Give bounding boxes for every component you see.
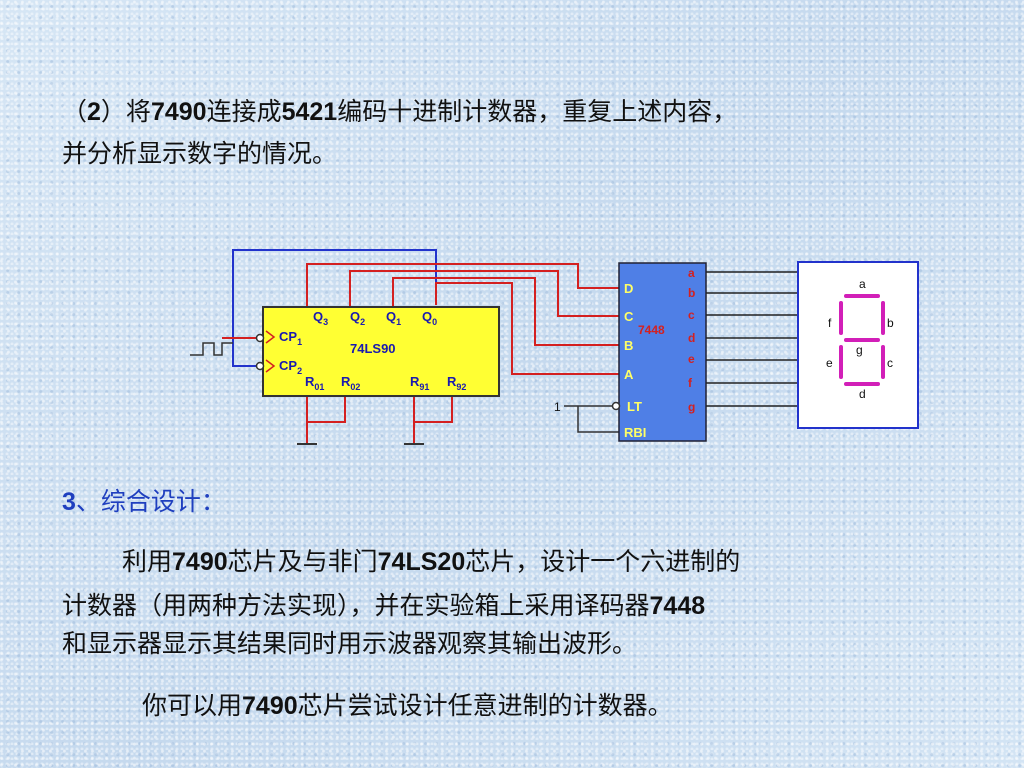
svg-text:a: a	[859, 277, 866, 291]
out-e-label: e	[688, 352, 695, 366]
para2-line: 你可以用7490芯片尝试设计任意进制的计数器。	[142, 691, 673, 720]
task2-line2: 并分析显示数字的情况。	[62, 139, 338, 168]
q1-wire	[392, 277, 620, 346]
in-c-label: C	[624, 309, 634, 324]
in-a-label: A	[624, 367, 634, 382]
para1-line3: 和显示器显示其结果同时用示波器观察其输出波形。	[62, 629, 638, 658]
q0-wire	[435, 282, 620, 375]
svg-text:g: g	[856, 343, 863, 357]
cp2-label: CP2	[279, 358, 302, 376]
rbi-label: RBI	[624, 425, 646, 440]
out-g-label: g	[688, 400, 695, 414]
decoder-name: 7448	[638, 323, 665, 337]
out-a-label: a	[688, 266, 695, 280]
r02-label: R02	[341, 374, 360, 392]
para1-line1: 利用7490芯片及与非门74LS20芯片，设计一个六进制的	[122, 547, 741, 576]
decoder-chip	[618, 262, 707, 442]
counter-chip	[262, 306, 500, 397]
svg-text:c: c	[887, 356, 893, 370]
lt-label: LT	[627, 399, 642, 414]
svg-text:b: b	[887, 316, 894, 330]
out-c-label: c	[688, 308, 695, 322]
seven-segment-display	[797, 261, 919, 429]
q2-label: Q2	[350, 309, 365, 327]
q3-label: Q3	[313, 309, 328, 327]
task2-line1: （2）将7490连接成5421编码十进制计数器，重复上述内容，	[62, 97, 738, 126]
cp1-label: CP1	[279, 329, 302, 347]
out-f-label: f	[688, 376, 693, 390]
q1-label: Q1	[386, 309, 401, 327]
svg-text:f: f	[828, 316, 832, 330]
counter-name: 74LS90	[350, 341, 396, 356]
lt-level: 1	[554, 400, 561, 414]
section3-heading: 3、综合设计：	[62, 487, 226, 516]
r92-label: R92	[447, 374, 466, 392]
svg-text:e: e	[826, 356, 833, 370]
q3-wire	[306, 263, 620, 306]
in-d-label: D	[624, 281, 633, 296]
q0-label: Q0	[422, 309, 437, 327]
in-b-label: B	[624, 338, 633, 353]
feedback-wire	[232, 249, 437, 367]
r91-label: R91	[410, 374, 429, 392]
para1-line2: 计数器（用两种方法实现），并在实验箱上采用译码器7448	[62, 591, 706, 620]
r01-label: R01	[305, 374, 324, 392]
q2-wire	[349, 270, 620, 317]
out-b-label: b	[688, 286, 695, 300]
svg-text:d: d	[859, 387, 866, 401]
out-d-label: d	[688, 331, 695, 345]
